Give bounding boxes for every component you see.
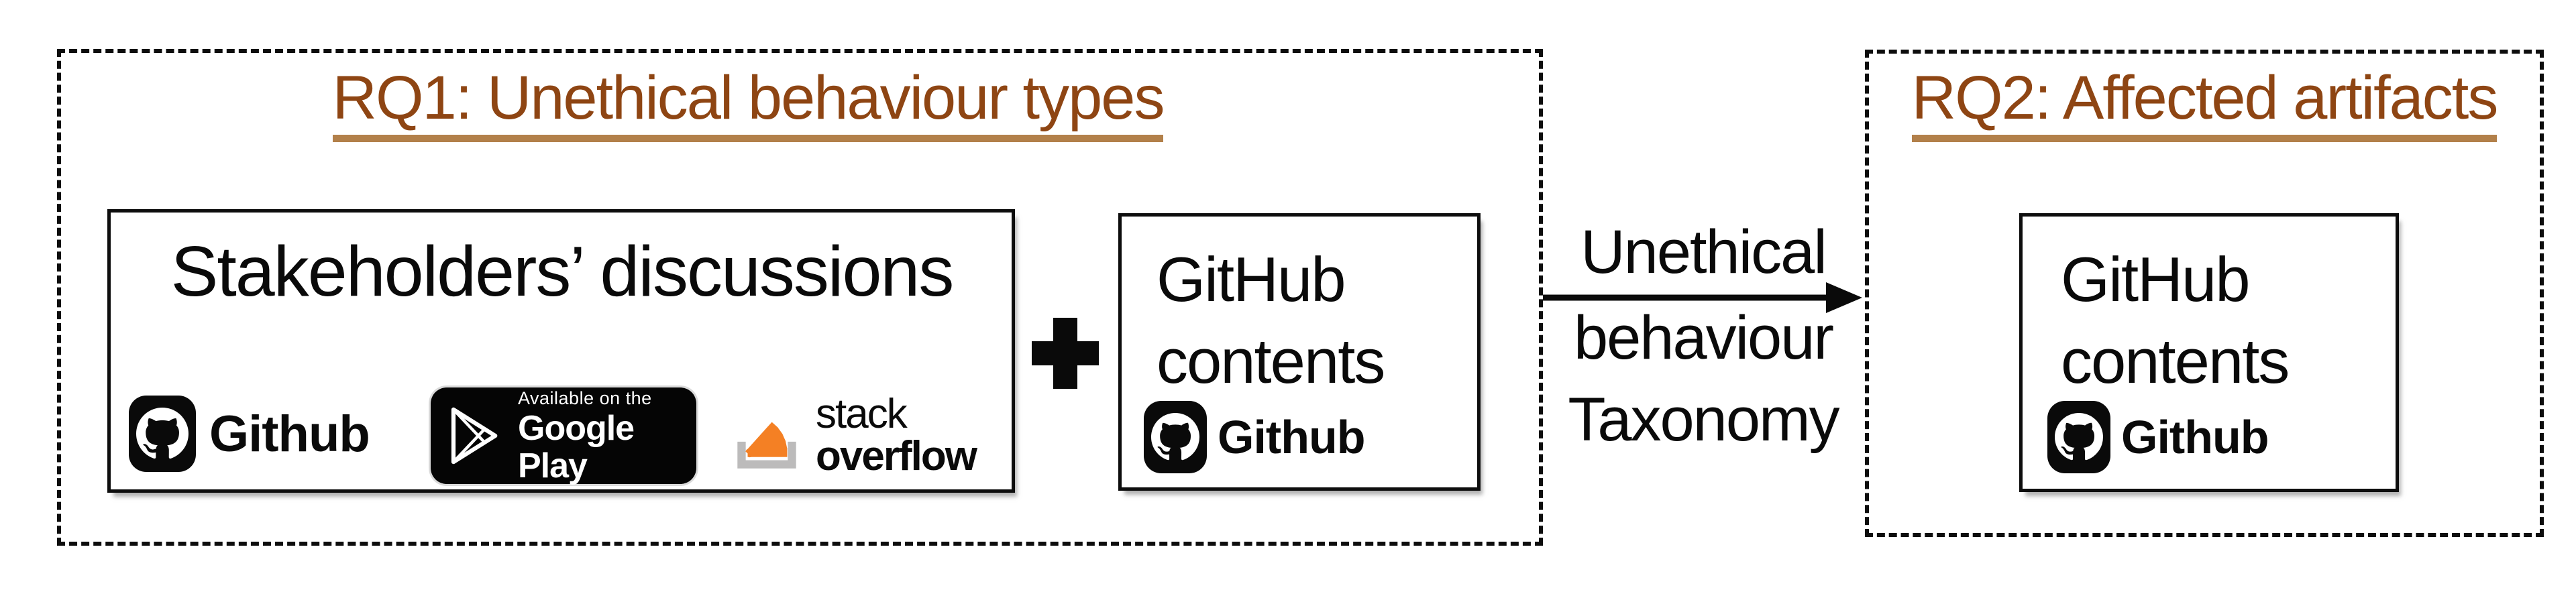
github-logo: Github <box>1144 401 1365 473</box>
rq1-dashed-box <box>57 49 1543 546</box>
stakeholders-label: Stakeholders’ discussions <box>170 232 955 311</box>
stackoverflow-icon <box>729 382 805 473</box>
github-logo-label: Github <box>1218 411 1365 463</box>
github-octocat-icon <box>2047 401 2110 473</box>
stackoverflow-text-line1: stack <box>816 391 908 437</box>
stackoverflow-text: stack overflow <box>816 391 977 479</box>
github-contents-line1: GitHub <box>1157 244 1346 314</box>
github-octocat-icon <box>129 396 196 472</box>
github-octocat-icon <box>1144 401 1207 473</box>
rq1-title: RQ1: Unethical behaviour types <box>57 67 1439 142</box>
github-logo-label: Github <box>209 405 370 463</box>
arrow-label-line2: behaviour <box>1573 304 1834 372</box>
github-contents-box-rq1 <box>1118 213 1481 491</box>
arrow-label-line3: Taxonomy <box>1568 385 1839 454</box>
google-play-triangle-icon <box>448 404 502 468</box>
github-logo: Github <box>129 396 370 472</box>
stackoverflow-logo: stack overflow <box>729 382 977 479</box>
stackoverflow-text-line2: overflow <box>816 433 977 479</box>
rq2-dashed-box <box>1865 50 2544 537</box>
google-play-name: Google Play <box>518 409 635 485</box>
google-play-badge: Available on the Google Play <box>431 387 696 485</box>
plus-icon-horizontal-bar <box>1032 341 1099 365</box>
rq2-title: RQ2: Affected artifacts <box>1865 67 2544 142</box>
plus-icon <box>1032 318 1099 389</box>
rq1-title-text: RQ1: Unethical behaviour types <box>332 67 1165 142</box>
github-contents-text-rq2: GitHub contents <box>2061 239 2290 402</box>
github-contents-line1: GitHub <box>2061 244 2251 314</box>
github-contents-line2: contents <box>1157 326 1385 396</box>
github-logo-label: Github <box>2121 411 2269 463</box>
google-play-tagline: Available on the <box>518 388 652 408</box>
google-play-text: Available on the Google Play <box>518 387 679 485</box>
github-logo: Github <box>2047 401 2269 473</box>
taxonomy-arrow <box>1543 282 1862 313</box>
github-contents-text-rq1: GitHub contents <box>1157 239 1385 402</box>
github-contents-line2: contents <box>2061 326 2290 396</box>
rq2-title-text: RQ2: Affected artifacts <box>1911 67 2498 142</box>
arrow-label-line1: Unethical <box>1580 218 1827 286</box>
